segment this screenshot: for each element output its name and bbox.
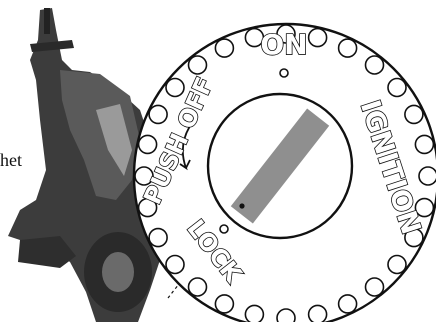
caption-fragment: het [0, 150, 22, 171]
on-label: ON [260, 28, 307, 61]
key-pivot-dot [239, 203, 244, 208]
lock-position-dot [220, 225, 228, 233]
on-position-dot [280, 69, 288, 77]
